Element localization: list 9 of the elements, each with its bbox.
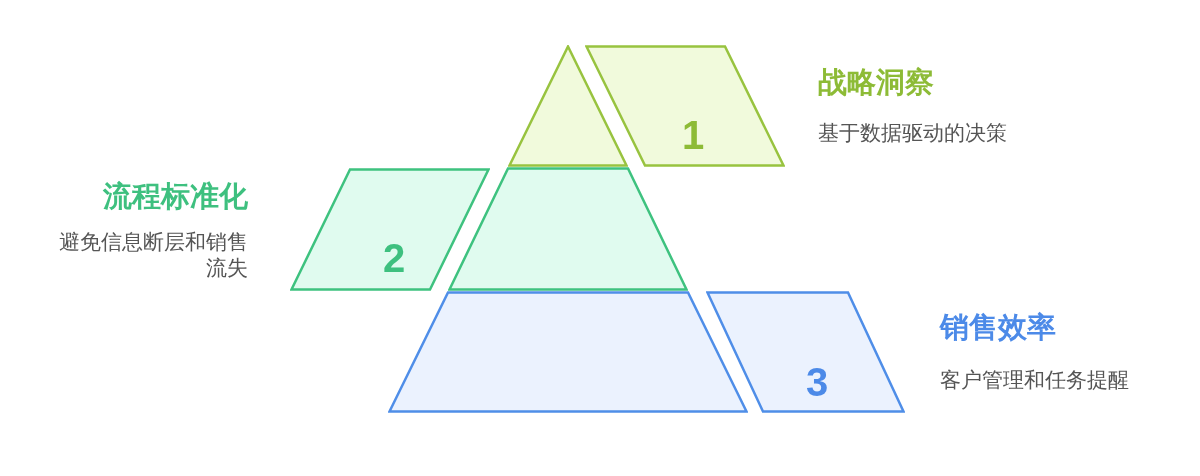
step-heading: 战略洞察 bbox=[818, 65, 934, 99]
step-number: 2 bbox=[383, 238, 406, 278]
step-heading: 流程标准化 bbox=[103, 179, 248, 213]
step-description: 基于数据驱动的决策 bbox=[818, 120, 1007, 146]
step-description: 避免信息断层和销售流失 bbox=[58, 229, 248, 281]
step-number: 1 bbox=[682, 115, 705, 155]
step-heading: 销售效率 bbox=[940, 310, 1056, 344]
step-description: 客户管理和任务提醒 bbox=[940, 367, 1129, 393]
step-number: 3 bbox=[806, 362, 829, 402]
